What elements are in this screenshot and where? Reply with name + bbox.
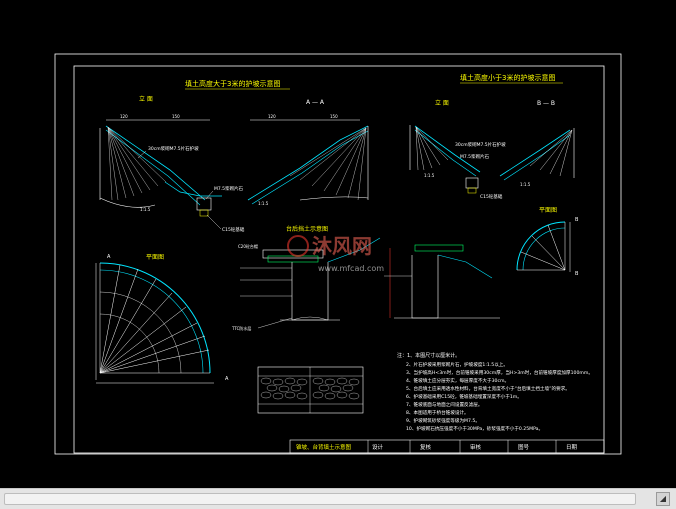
section-a: 120 150 1:1.5 [247, 114, 369, 206]
outer-frame [54, 53, 622, 455]
label-plan-left: 平面图 [146, 254, 164, 261]
svg-text:A: A [107, 254, 111, 260]
label-abutment: 台后挡土示意图 [286, 225, 328, 233]
label-plan-right: 平面图 [539, 207, 557, 214]
note-line: 6、护坡基础采用C15砼，锥坡基础埋置深度不小于1m。 [406, 393, 522, 400]
svg-text:1:1.5: 1:1.5 [258, 201, 269, 206]
svg-text:1:1.5: 1:1.5 [424, 173, 435, 178]
footing-detail-left: M7.5浆砌片石 C15砼基础 [164, 181, 245, 233]
section-b: 1:1.5 [499, 128, 575, 187]
svg-text:M7.5浆砌片石: M7.5浆砌片石 [214, 185, 244, 192]
svg-text:120: 120 [268, 114, 276, 119]
svg-text:150: 150 [330, 114, 338, 119]
svg-text:C20砼台帽: C20砼台帽 [238, 243, 258, 249]
drawing-name: 锥坡、台背填土示意图 [296, 443, 352, 451]
title-block: 锥坡、台背填土示意图 设计 复核 审核 图号 日期 [289, 439, 605, 454]
plan-left: A A [95, 254, 229, 384]
svg-text:B: B [575, 271, 579, 277]
svg-text:150: 150 [172, 114, 180, 119]
note-line: 5、台后填土应采用透水性材料，台背填土宽度不小于“台后填土挡土墙”的要求。 [406, 385, 570, 392]
svg-text:沐风网: 沐风网 [312, 234, 372, 258]
svg-text:日期: 日期 [566, 444, 578, 451]
svg-text:复核: 复核 [420, 443, 432, 451]
horizontal-scrollbar[interactable]: ◢ [0, 488, 676, 509]
svg-text:www.mfcad.com: www.mfcad.com [318, 264, 384, 273]
scrollbar-thumb[interactable] [4, 493, 636, 505]
label-elevation-left: 立 面 [139, 95, 153, 103]
watermark: 沐风网 www.mfcad.com [287, 234, 384, 273]
label-elevation-right: 立 面 [435, 99, 449, 107]
svg-text:C15砼基础: C15砼基础 [480, 193, 503, 200]
svg-text:1:1.5: 1:1.5 [520, 182, 531, 187]
svg-text:设计: 设计 [372, 443, 384, 451]
note-line: 8、本图适用于桥台锥坡设计。 [406, 409, 469, 416]
note-line: 10、护坡砌石抗压强度不小于30MPa，砂浆强度不小于0.25MPa。 [406, 425, 543, 432]
svg-text:M7.5浆砌片石: M7.5浆砌片石 [460, 153, 490, 160]
svg-text:审核: 审核 [470, 443, 482, 451]
svg-text:B: B [575, 217, 579, 223]
title-left: 填土高度大于3米的护坡示意图 [185, 79, 280, 88]
masonry-detail [257, 366, 364, 414]
svg-text:30cm浆砌M7.5片石护坡: 30cm浆砌M7.5片石护坡 [455, 141, 506, 148]
resize-grip-icon[interactable]: ◢ [656, 492, 670, 506]
title-right: 填土高度小于3米的护坡示意图 [460, 73, 555, 82]
svg-text:120: 120 [120, 114, 128, 119]
note-line: 4、锥坡填土应分层夯实，每层厚度不大于30cm。 [406, 377, 509, 384]
notes-block: 注：1、本图尺寸以厘米计。 2、片石护坡采用浆砌片石，护坡坡度1:1.5以上。 … [397, 352, 593, 432]
label-section-b: B — B [537, 100, 555, 107]
svg-text:C15砼基础: C15砼基础 [222, 226, 245, 233]
note-line: 2、片石护坡采用浆砌片石，护坡坡度1:1.5以上。 [406, 361, 508, 368]
svg-text:图号: 图号 [518, 443, 530, 451]
watermark-logo-icon [287, 235, 309, 257]
abutment-detail-right [384, 244, 500, 319]
note-line: 3、当护坡高H<3m时，台前锥坡采用30cm厚，当H>3m时，台前锥坡厚度加厚1… [406, 369, 593, 376]
note-line: 7、锥坡底面与地面之间设置反滤层。 [406, 401, 482, 408]
plan-right: B B [516, 217, 579, 277]
svg-text:A: A [225, 376, 229, 382]
elevation-right: 30cm浆砌M7.5片石护坡 M7.5浆砌片石 C15砼基础 1:1.5 [409, 125, 506, 200]
note-line: 9、护坡砌筑砂浆强度等级为M7.5。 [406, 417, 480, 424]
notes-heading: 注：1、本图尺寸以厘米计。 [397, 352, 460, 359]
elevation-left: 120 150 1:1.5 30cm浆砌M7.5片石护坡 [99, 114, 210, 212]
label-section-a: A — A [306, 99, 325, 106]
abutment-detail: C20砼台帽 TTC防水层 [231, 237, 381, 331]
pave-label-left: 30cm浆砌M7.5片石护坡 [148, 145, 199, 152]
slope-ratio-left: 1:1.5 [140, 207, 151, 212]
cad-drawing-canvas[interactable]: 填土高度大于3米的护坡示意图 填土高度小于3米的护坡示意图 立 面 A — A … [0, 0, 676, 488]
svg-text:TTC防水层: TTC防水层 [231, 325, 251, 331]
